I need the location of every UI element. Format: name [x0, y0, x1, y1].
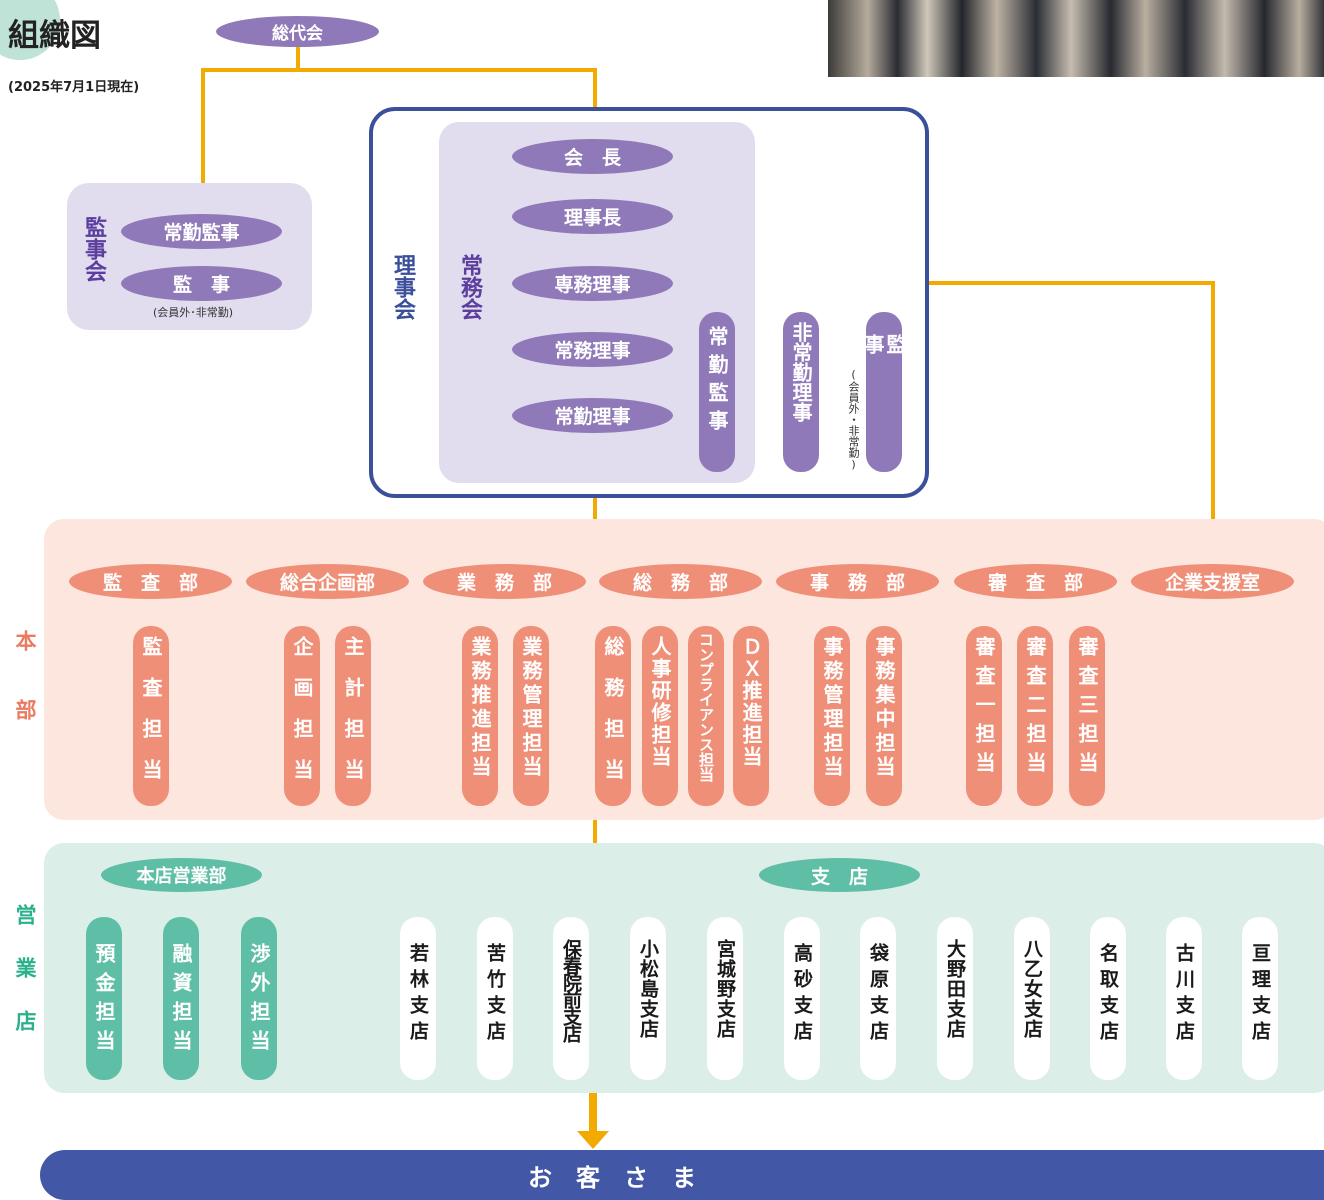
branch-nigatake: 苦竹支店 [477, 917, 513, 1080]
team-deposits: 預金担当 [86, 917, 122, 1080]
team-planning: 企画担当 [284, 626, 320, 806]
standing-committee-label: 常務会 [457, 254, 482, 320]
team-external-relations: 渉外担当 [241, 917, 277, 1080]
team-credit-review-1: 審査一担当 [966, 626, 1002, 806]
board-label: 理事会 [390, 254, 415, 320]
branch-komatsushima: 小松島支店 [630, 917, 666, 1080]
team-audit: 監査担当 [133, 626, 169, 806]
board-auditor: 監事 [861, 312, 907, 472]
staff-photo [828, 0, 1324, 77]
full-time-director: 常勤理事 [512, 398, 673, 433]
team-loans: 融資担当 [163, 917, 199, 1080]
business-support-office: 企業支援室 [1131, 564, 1294, 599]
customers-bar: お 客 さ ま [40, 1150, 1324, 1200]
audit-board-auditor: 監 事 [121, 266, 282, 301]
date-note: (2025年7月1日現在) [8, 80, 140, 95]
arrow-to-customers [589, 1093, 597, 1131]
branch-yaotome: 八乙女支店 [1014, 917, 1050, 1080]
dept-business: 業 務 部 [423, 564, 586, 599]
audit-board-auditor-note: (会員外･非常勤) [153, 306, 234, 319]
chairman: 会 長 [512, 139, 673, 174]
team-credit-review-3: 審査三担当 [1069, 626, 1105, 806]
branch-fukurobara: 袋原支店 [860, 917, 896, 1080]
team-accounting: 主計担当 [335, 626, 371, 806]
dept-planning: 総合企画部 [246, 564, 409, 599]
branches-header: 支 店 [759, 858, 920, 892]
president: 理事長 [512, 199, 673, 234]
branch-miyagino: 宮城野支店 [707, 917, 743, 1080]
part-time-director: 非常勤理事 [783, 312, 819, 472]
branch-natori: 名取支店 [1090, 917, 1126, 1080]
managing-director: 常務理事 [512, 332, 673, 367]
branch-hoshunin-mae: 保春院前支店 [553, 917, 589, 1080]
branch-watari: 亘理支店 [1242, 917, 1278, 1080]
team-operations-centralized: 事務集中担当 [866, 626, 902, 806]
general-assembly: 総代会 [216, 16, 379, 47]
dept-general-affairs: 総 務 部 [599, 564, 762, 599]
branch-takasago: 高砂支店 [784, 917, 820, 1080]
team-business-promotion: 業務推進担当 [462, 626, 498, 806]
dept-operations: 事 務 部 [776, 564, 939, 599]
audit-board-label: 監事会 [81, 216, 106, 282]
branches-section-label: 営業店 [13, 904, 37, 1063]
headquarters-label: 本部 [13, 630, 37, 768]
team-credit-review-2: 審査二担当 [1017, 626, 1053, 806]
team-operations-management: 事務管理担当 [814, 626, 850, 806]
team-compliance: コンプライアンス担当 [688, 626, 724, 806]
board-full-time-auditor: 常勤監事 [699, 312, 735, 472]
page-title: 組織図 [8, 18, 101, 54]
branch-wakabayashi: 若林支店 [400, 917, 436, 1080]
main-office-sales-dept: 本店営業部 [101, 858, 262, 892]
team-general-affairs: 総務担当 [595, 626, 631, 806]
team-hr-training: 人事研修担当 [642, 626, 678, 806]
team-dx-promotion: ＤＸ推進担当 [733, 626, 769, 806]
board-auditor-note: (会員外・非常勤) [847, 368, 860, 471]
branch-onoda: 大野田支店 [937, 917, 973, 1080]
arrow-head-icon [577, 1131, 609, 1149]
senior-managing-director: 専務理事 [512, 266, 673, 301]
dept-audit: 監 査 部 [69, 564, 232, 599]
dept-credit-review: 審 査 部 [954, 564, 1117, 599]
team-business-management: 業務管理担当 [513, 626, 549, 806]
branch-furukawa: 古川支店 [1166, 917, 1202, 1080]
audit-board-full-time-auditor: 常勤監事 [121, 214, 282, 249]
customers-label: お 客 さ ま [528, 1163, 696, 1192]
audit-board-panel [67, 183, 312, 330]
